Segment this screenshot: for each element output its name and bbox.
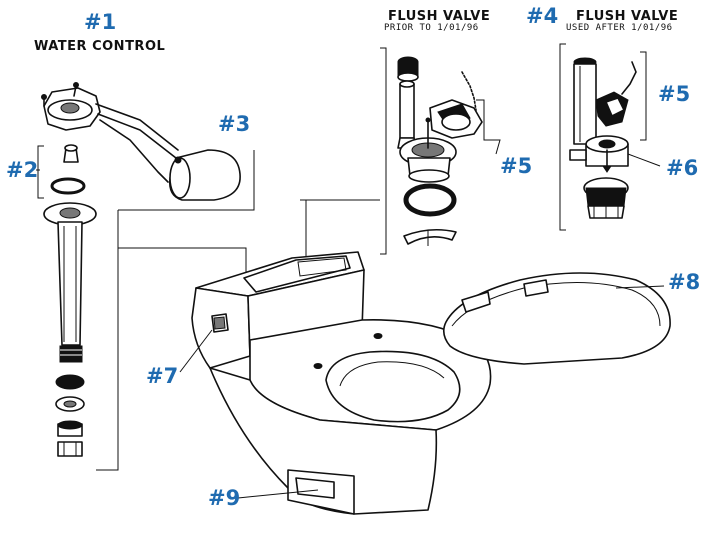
label-1: #1 bbox=[84, 10, 117, 34]
toilet-body bbox=[191, 251, 492, 515]
water-control-caption: WATER CONTROL bbox=[34, 39, 166, 54]
label-8: #8 bbox=[668, 270, 701, 294]
label-4: #4 bbox=[526, 4, 559, 28]
label-5b: #5 bbox=[658, 82, 691, 106]
label-3: #3 bbox=[218, 112, 251, 136]
leader-lines-left bbox=[36, 150, 380, 471]
prior-date-note: PRIOR TO 1/01/96 bbox=[384, 23, 479, 33]
label-6: #6 bbox=[666, 156, 699, 180]
flush-valve-prior-assembly bbox=[380, 47, 483, 255]
label-2: #2 bbox=[6, 158, 39, 182]
float-ball bbox=[168, 149, 241, 201]
flush-valve-after-assembly bbox=[559, 43, 647, 231]
leader-5a bbox=[476, 99, 501, 155]
toilet-seat-lid bbox=[442, 272, 671, 365]
flush-valve-prior-caption: FLUSH VALVE bbox=[388, 9, 491, 24]
label-9: #9 bbox=[208, 486, 241, 510]
after-date-note: USED AFTER 1/01/96 bbox=[566, 23, 673, 33]
bracket-2 bbox=[37, 145, 44, 199]
fill-valve-assembly bbox=[41, 82, 179, 457]
leader-6 bbox=[627, 153, 661, 167]
label-5a: #5 bbox=[500, 154, 533, 178]
label-7: #7 bbox=[146, 364, 179, 388]
leader-lines-right bbox=[179, 285, 665, 499]
flush-valve-after-caption: FLUSH VALVE bbox=[576, 9, 679, 24]
